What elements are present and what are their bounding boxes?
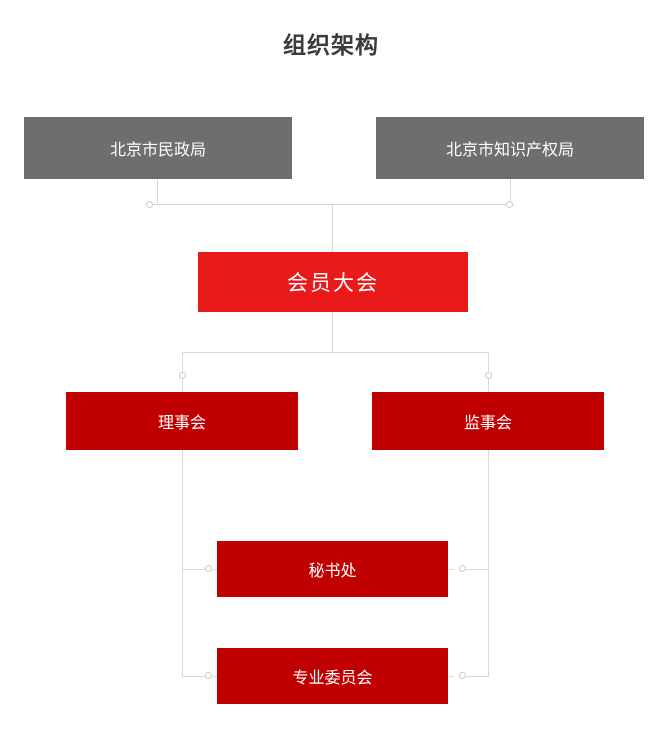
connector-line bbox=[211, 569, 217, 570]
connector-line bbox=[510, 179, 511, 204]
connector-dot bbox=[459, 672, 466, 679]
node-label: 北京市知识产权局 bbox=[445, 142, 574, 159]
connector-line bbox=[448, 569, 454, 570]
node-supervisor-civil-affairs[interactable]: 北京市民政局 bbox=[24, 117, 292, 179]
connector-dot bbox=[179, 372, 186, 379]
node-members-assembly[interactable]: 会员大会 bbox=[198, 252, 468, 312]
connector-line bbox=[182, 676, 207, 677]
node-secretariat[interactable]: 秘书处 bbox=[217, 541, 448, 597]
node-label: 会员大会 bbox=[287, 272, 379, 295]
page-title: 组织架构 bbox=[283, 32, 379, 58]
connector-line bbox=[488, 379, 489, 392]
node-label: 秘书处 bbox=[308, 563, 357, 580]
connector-line bbox=[182, 379, 183, 392]
connector-line bbox=[182, 569, 207, 570]
node-council[interactable]: 理事会 bbox=[66, 392, 298, 450]
node-professional-committees[interactable]: 专业委员会 bbox=[217, 648, 448, 704]
connector-line bbox=[488, 352, 489, 373]
connector-line bbox=[332, 204, 333, 252]
connector-line bbox=[182, 450, 183, 677]
connector-line bbox=[182, 352, 488, 353]
node-label: 理事会 bbox=[157, 415, 206, 432]
connector-line bbox=[463, 676, 488, 677]
connector-dot bbox=[205, 565, 212, 572]
connector-line bbox=[332, 312, 333, 352]
connector-line bbox=[488, 450, 489, 677]
connector-line bbox=[463, 569, 488, 570]
node-label: 监事会 bbox=[463, 415, 512, 432]
node-label: 北京市民政局 bbox=[109, 142, 206, 159]
connector-dot bbox=[146, 201, 153, 208]
connector-line bbox=[157, 179, 158, 204]
connector-dot bbox=[205, 672, 212, 679]
connector-dot bbox=[506, 201, 513, 208]
node-label: 专业委员会 bbox=[292, 670, 373, 687]
connector-dot bbox=[459, 565, 466, 572]
connector-line bbox=[448, 676, 454, 677]
node-supervisor-ip-office[interactable]: 北京市知识产权局 bbox=[376, 117, 644, 179]
connector-line bbox=[182, 352, 183, 373]
node-board-of-supervisors[interactable]: 监事会 bbox=[372, 392, 604, 450]
connector-line bbox=[211, 676, 217, 677]
connector-dot bbox=[485, 372, 492, 379]
